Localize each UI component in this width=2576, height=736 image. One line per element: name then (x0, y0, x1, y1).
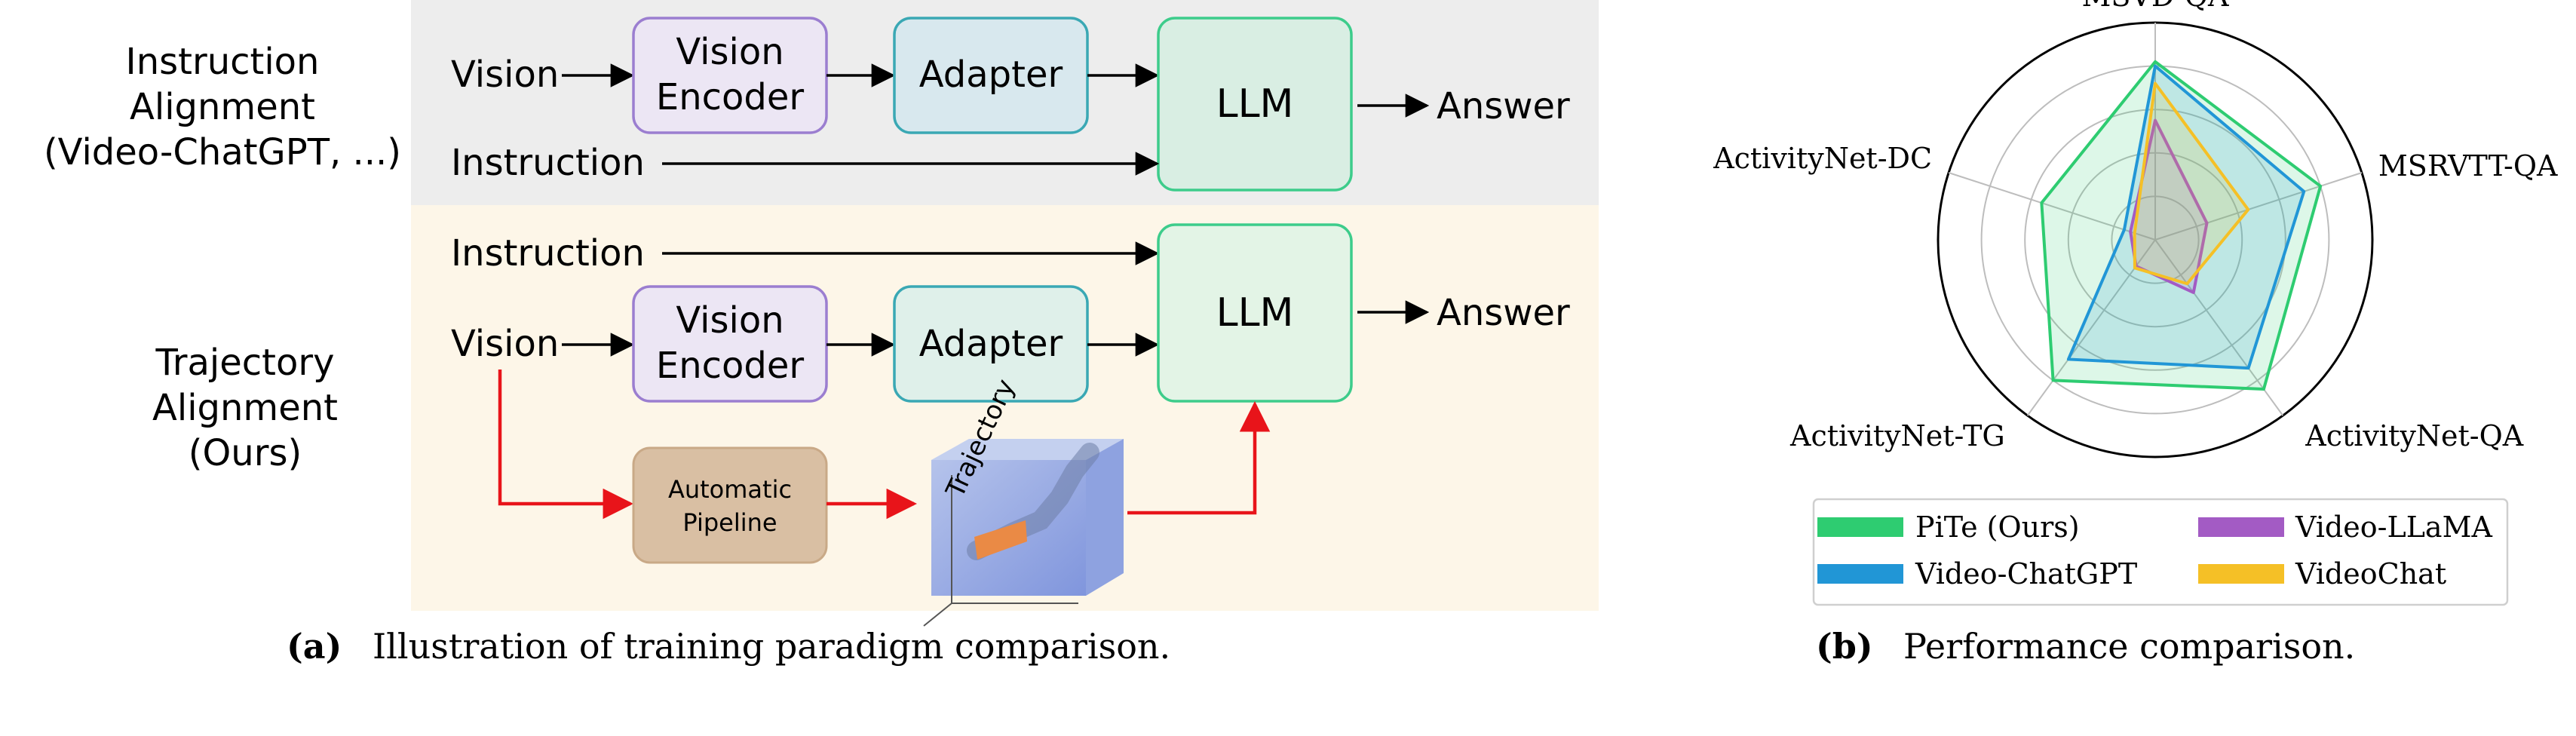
instruction-alignment-label-2: Alignment (130, 86, 315, 128)
legend-swatch-videochat (2198, 564, 2284, 584)
radar-axis-label-2: ActivityNet-QA (2305, 419, 2524, 452)
radar-series-2 (2129, 118, 2209, 294)
legend-swatch-video-llama (2198, 517, 2284, 537)
legend-label-pite: PiTe (Ours) (1915, 511, 2080, 544)
bottom-adapter-text: Adapter (919, 323, 1063, 365)
radar-series-1 (2066, 64, 2306, 370)
radar-axis-label-3: ActivityNet-TG (1789, 419, 2005, 452)
legend-swatch-pite (1817, 517, 1903, 537)
caption-b-text: Performance comparison. (1903, 626, 2355, 667)
trajectory-to-llm-red-arrow (1127, 400, 1271, 515)
top-vision-text: Vision (451, 54, 559, 96)
panel-a: Instruction Alignment (Video-ChatGPT, ..… (44, 0, 1599, 667)
top-answer-text: Answer (1437, 85, 1570, 127)
bottom-vision-encoder-line2: Encoder (656, 345, 805, 387)
instruction-alignment-label-3: (Video-ChatGPT, ...) (44, 131, 401, 173)
legend-label-video-llama: Video-LLaMA (2295, 511, 2492, 544)
legend-box (1812, 498, 2509, 606)
trajectory-alignment-label-1: Trajectory (155, 342, 335, 384)
radar-series-3 (2133, 81, 2250, 286)
radar-spoke-2 (2154, 239, 2284, 416)
trajectory-alignment-label-2: Alignment (152, 387, 338, 429)
trajectory-volume-image (923, 439, 1124, 627)
top-vision-encoder-line1: Vision (676, 31, 784, 73)
caption-b-tag: (b) (1816, 626, 1873, 667)
bottom-llm-text: LLM (1216, 290, 1294, 336)
radar-axis-label-0: MSVD-QA (2082, 0, 2230, 13)
panel-b: MSVD-QA MSRVTT-QA ActivityNet-QA ActivityNe… (1713, 0, 2558, 667)
automatic-pipeline-box (632, 446, 828, 564)
top-adapter-text: Adapter (919, 54, 1063, 96)
bottom-vision-text: Vision (451, 323, 559, 365)
legend-label-videochat: VideoChat (2295, 557, 2446, 590)
caption-a-tag: (a) (287, 626, 342, 667)
legend-swatch-video-chatgpt (1817, 564, 1903, 584)
radar-axis-label-1: MSRVTT-QA (2378, 149, 2558, 182)
trajectory-alignment-label-3: (Ours) (189, 432, 302, 474)
automatic-pipeline-line2: Pipeline (682, 508, 777, 537)
top-instruction-text: Instruction (451, 142, 645, 184)
vision-to-pipeline-red-arrow (498, 370, 634, 520)
instruction-alignment-label-1: Instruction (126, 41, 320, 83)
radar-spoke-4 (1948, 172, 2156, 241)
legend-label-video-chatgpt: Video-ChatGPT (1915, 557, 2137, 590)
radar-axis-label-4: ActivityNet-DC (1713, 142, 1932, 175)
bottom-answer-text: Answer (1437, 292, 1570, 334)
bottom-instruction-text: Instruction (451, 232, 645, 274)
radar-spoke-1 (2154, 172, 2363, 241)
radar-series-0 (2040, 60, 2323, 391)
bottom-vision-encoder-line1: Vision (676, 299, 784, 342)
top-llm-text: LLM (1216, 81, 1294, 127)
caption-a-text: Illustration of training paradigm compar… (373, 626, 1170, 667)
automatic-pipeline-line1: Automatic (668, 475, 792, 504)
radar-chart: MSVD-QA MSRVTT-QA ActivityNet-QA ActivityNe… (1713, 0, 2558, 458)
top-llm-box (1157, 17, 1353, 192)
top-vision-encoder-line2: Encoder (656, 76, 805, 118)
